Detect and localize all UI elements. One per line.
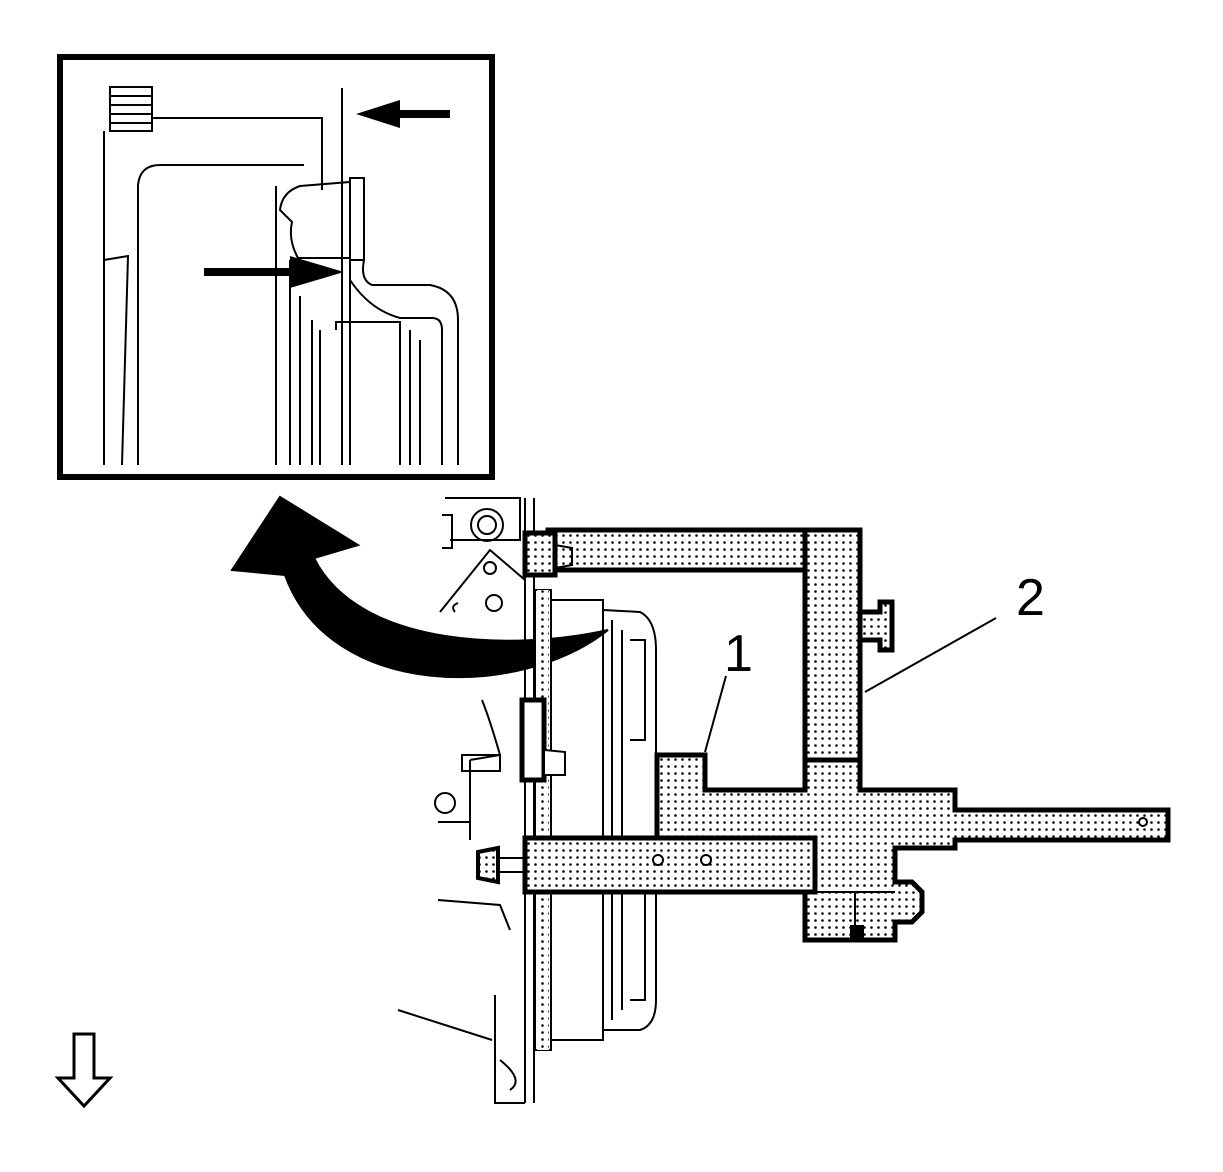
flange-bolt xyxy=(519,697,566,783)
engine-block-linework xyxy=(397,497,535,1104)
down-arrow-icon xyxy=(54,1032,114,1109)
ring-gear xyxy=(534,589,552,1051)
callout-label-1: 1 xyxy=(724,625,753,683)
leader-line-1 xyxy=(704,675,727,753)
leader-lines xyxy=(704,617,997,753)
curved-arrow-icon xyxy=(230,495,609,679)
arrow-icon xyxy=(356,100,450,128)
leader-line-2 xyxy=(864,617,997,693)
tool-holding-fixture xyxy=(522,527,895,773)
clutch-housing xyxy=(550,599,657,1041)
tool-alignment-bar xyxy=(476,752,1171,943)
detail-inset xyxy=(57,54,495,480)
callout-label-2: 2 xyxy=(1016,569,1045,627)
inset-linework xyxy=(103,86,459,466)
arrow-icon xyxy=(204,256,344,288)
